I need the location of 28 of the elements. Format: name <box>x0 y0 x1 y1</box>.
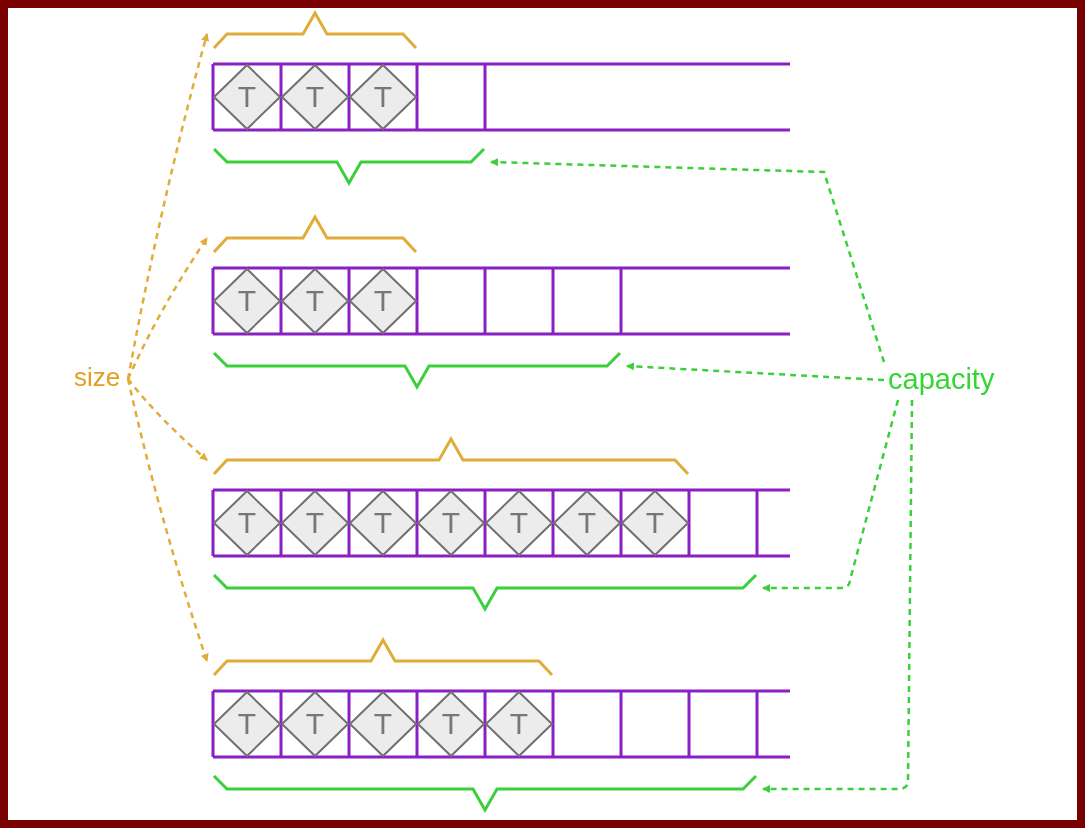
element-letter: T <box>509 709 529 739</box>
dashed-arrow <box>126 33 210 380</box>
element-letter: T <box>237 709 257 739</box>
element-letter: T <box>237 286 257 316</box>
dashed-arrow <box>127 378 208 461</box>
callout-text: capacity <box>888 362 1042 398</box>
element-letter: T <box>237 82 257 112</box>
element-letter: T <box>305 82 325 112</box>
element-letter: T <box>509 508 529 538</box>
element-letter: T <box>441 709 461 739</box>
dashed-arrow <box>126 237 209 380</box>
element-letter: T <box>373 508 393 538</box>
element-letter: T <box>645 508 665 538</box>
element-letter: T <box>577 508 597 538</box>
element-letter: T <box>373 286 393 316</box>
element-letter: T <box>373 709 393 739</box>
dashed-arrow <box>762 400 914 793</box>
element-letter: T <box>237 508 257 538</box>
element-letter: T <box>441 508 461 538</box>
dashed-arrow <box>126 378 209 662</box>
element-letter: T <box>305 709 325 739</box>
element-letter: T <box>305 508 325 538</box>
element-letter: T <box>373 82 393 112</box>
dashed-arrow <box>626 362 885 382</box>
dashed-arrow <box>490 158 886 363</box>
callout-text: size <box>74 362 126 396</box>
dashed-arrow <box>762 399 900 592</box>
element-letter: T <box>305 286 325 316</box>
